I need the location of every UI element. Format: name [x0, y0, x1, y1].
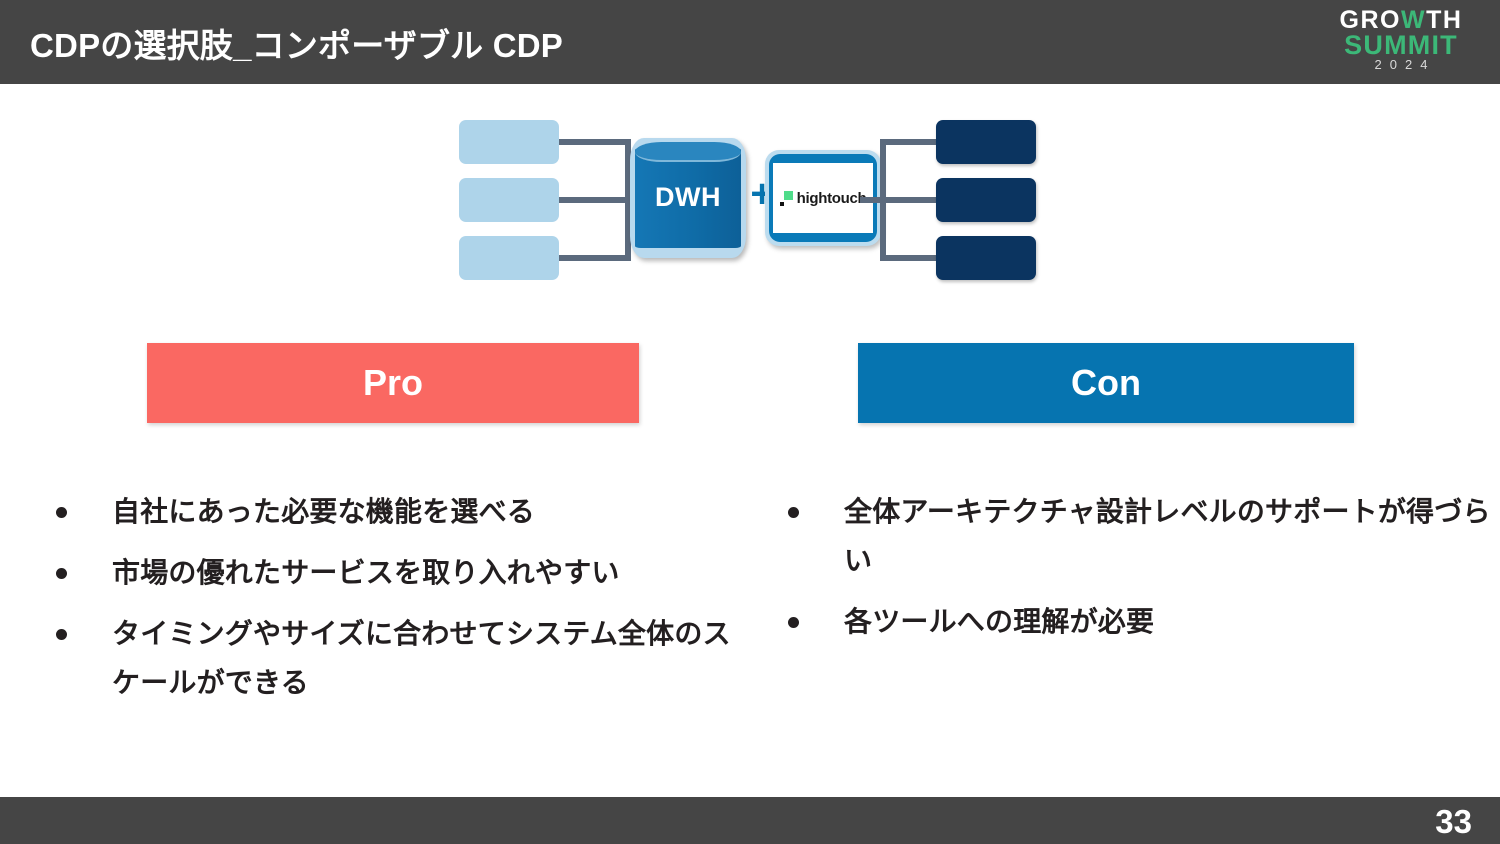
bullet-dot-icon: [56, 507, 67, 518]
bullet-dot-icon: [56, 568, 67, 579]
source-box-2: [459, 178, 559, 222]
connector-right-branch-1: [880, 139, 940, 145]
connector-right-stem: [860, 197, 886, 203]
logo-growth-part2: TH: [1426, 6, 1463, 34]
source-box-3: [459, 236, 559, 280]
hightouch-green-square: [783, 190, 793, 200]
bullet-dot-icon: [788, 507, 799, 518]
connector-left-branch-2: [559, 197, 655, 203]
logo-summit-text: SUMMIT: [1344, 30, 1458, 60]
bullet-dot-icon: [56, 629, 67, 640]
pro-bullet-list: 自社にあった必要な機能を選べる 市場の優れたサービスを取り入れやすい タイミング…: [50, 487, 750, 719]
page-title: CDPの選択肢_コンポーザブル CDP: [30, 27, 564, 64]
list-item: 各ツールへの理解が必要: [782, 597, 1492, 646]
dwh-cylinder-icon: DWH: [630, 138, 746, 258]
con-header: Con: [858, 343, 1354, 423]
logo-growth-text: GROWTH: [1330, 6, 1472, 34]
destination-box-2: [936, 178, 1036, 222]
dwh-top-ellipse: [635, 142, 741, 162]
list-item-label: 市場の優れたサービスを取り入れやすい: [112, 557, 620, 588]
bullet-dot-icon: [788, 617, 799, 628]
connector-right-branch-3: [880, 255, 940, 261]
logo-year-text: 2024: [1374, 57, 1436, 72]
hightouch-wordmark: hightouch: [796, 189, 867, 207]
connector-right-branch-2: [880, 197, 940, 203]
slide-footer-bar: [0, 797, 1500, 844]
list-item-label: 全体アーキテクチャ設計レベルのサポートが得づらい: [844, 496, 1491, 576]
destination-box-1: [936, 120, 1036, 164]
growth-summit-logo: GROWTH SUMMIT 2024: [1330, 8, 1472, 76]
list-item-label: タイミングやサイズに合わせてシステム全体のスケールができる: [112, 618, 731, 698]
list-item: 市場の優れたサービスを取り入れやすい: [50, 548, 750, 597]
dwh-body: [635, 148, 741, 248]
hightouch-black-dot: [779, 201, 784, 206]
dwh-label: DWH: [655, 182, 721, 212]
page-number: 33: [1435, 803, 1472, 840]
slide-header-bar: [0, 0, 1500, 84]
logo-growth-accent: W: [1401, 6, 1427, 34]
hightouch-logo: hightouch: [773, 163, 873, 233]
list-item: 全体アーキテクチャ設計レベルのサポートが得づらい: [782, 487, 1492, 585]
list-item-label: 各ツールへの理解が必要: [844, 606, 1155, 637]
hightouch-mark-icon: [779, 190, 793, 206]
connector-left-branch-3: [559, 255, 631, 261]
connector-left-branch-1: [559, 139, 631, 145]
list-item: タイミングやサイズに合わせてシステム全体のスケールができる: [50, 609, 750, 707]
logo-growth-part1: GRO: [1339, 6, 1401, 34]
list-item-label: 自社にあった必要な機能を選べる: [112, 496, 536, 527]
destination-box-3: [936, 236, 1036, 280]
pro-header: Pro: [147, 343, 639, 423]
list-item: 自社にあった必要な機能を選べる: [50, 487, 750, 536]
architecture-diagram: DWH + hightouch: [455, 110, 1050, 280]
con-bullet-list: 全体アーキテクチャ設計レベルのサポートが得づらい 各ツールへの理解が必要: [782, 487, 1492, 658]
source-box-1: [459, 120, 559, 164]
connector-left-spine: [625, 139, 631, 261]
